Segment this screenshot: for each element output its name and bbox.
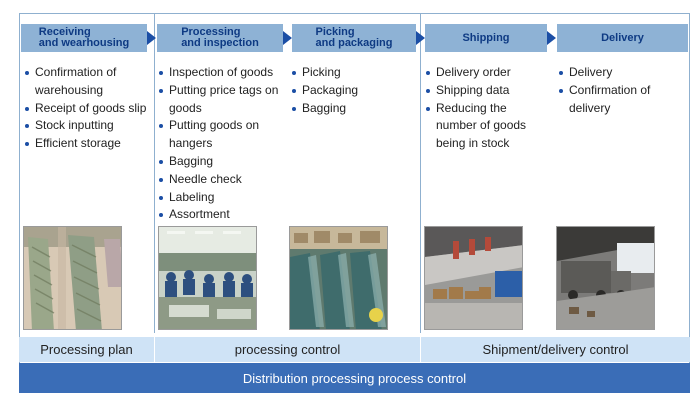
task-list-picking: Picking Packaging Bagging [291, 64, 417, 117]
arrow-right-icon [547, 31, 556, 45]
list-item: Delivery [558, 64, 668, 82]
list-item: Putting goods on hangers [158, 117, 288, 153]
stage-processing-line1: Processing [181, 26, 241, 38]
list-item: Shipping data [425, 82, 535, 100]
control-processing: processing control [155, 337, 420, 362]
control-shipment-delivery-label: Shipment/delivery control [482, 342, 629, 357]
distribution-process-control-label: Distribution processing process control [242, 370, 467, 386]
shipping-dock-photo [424, 226, 523, 330]
task-list-delivery: Delivery Confirmation of delivery [558, 64, 668, 117]
arrow-right-icon [147, 31, 156, 45]
warehouse-storage-photo [23, 226, 122, 330]
list-item: Reducing the number of goods being in st… [425, 100, 535, 153]
arrow-right-icon [283, 31, 292, 45]
stage-receiving-line2: and wearhousing [38, 37, 130, 49]
arrow-right-icon [416, 31, 425, 45]
control-shipment-delivery: Shipment/delivery control [421, 337, 690, 362]
control-divider [154, 337, 155, 362]
distribution-process-control-band: Distribution processing process control [19, 363, 690, 393]
list-item: Confirmation of warehousing [24, 64, 152, 100]
stage-processing-line2: and inspection [181, 37, 259, 49]
stage-shipping: Shipping [425, 24, 547, 52]
list-item: Confirmation of delivery [558, 82, 668, 118]
control-divider [420, 337, 421, 362]
list-item: Delivery order [425, 64, 535, 82]
task-list-shipping: Delivery order Shipping data Reducing th… [425, 64, 535, 153]
task-list-receiving: Confirmation of warehousing Receipt of g… [24, 64, 152, 153]
list-item: Putting price tags on goods [158, 82, 288, 118]
control-processing-label: processing control [234, 342, 341, 357]
column-divider [420, 13, 421, 333]
list-item: Receipt of goods slip [24, 100, 152, 118]
delivery-truck-photo [556, 226, 655, 330]
list-item: Packaging [291, 82, 417, 100]
stage-delivery: Delivery [557, 24, 688, 52]
inspection-workers-photo [158, 226, 257, 330]
list-item: Efficient storage [24, 135, 152, 153]
list-item: Picking [291, 64, 417, 82]
list-item: Stock inputting [24, 117, 152, 135]
list-item: Bagging [158, 153, 288, 171]
control-processing-plan-label: Processing plan [40, 342, 133, 357]
column-divider [154, 13, 155, 333]
task-list-processing: Inspection of goods Putting price tags o… [158, 64, 288, 224]
list-item: Needle check [158, 171, 288, 189]
list-item: Labeling [158, 189, 288, 207]
control-processing-plan: Processing plan [19, 337, 154, 362]
stage-receiving-line1: Receiving [38, 26, 91, 38]
list-item: Inspection of goods [158, 64, 288, 82]
list-item: Assortment [158, 206, 288, 224]
stage-picking-line2: and packaging [315, 37, 393, 49]
stage-picking-line1: Picking [315, 26, 355, 38]
stage-delivery-label: Delivery [601, 31, 644, 44]
packaging-area-photo [289, 226, 388, 330]
stage-shipping-label: Shipping [462, 31, 510, 44]
list-item: Bagging [291, 100, 417, 118]
